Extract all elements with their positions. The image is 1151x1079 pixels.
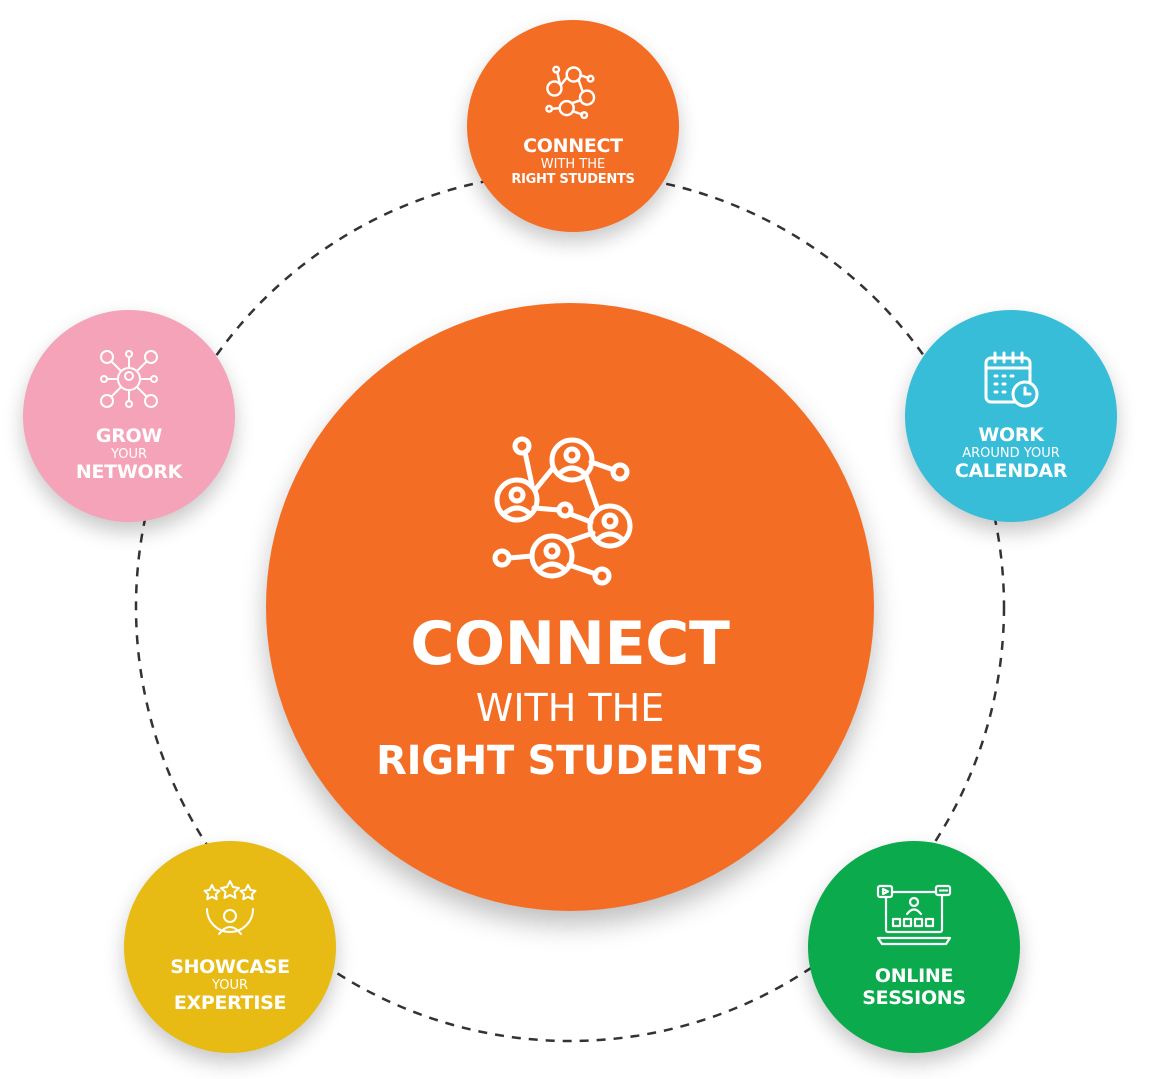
node-subtitle: WITH THE: [540, 156, 606, 172]
node-subtitle: AROUND YOUR: [962, 445, 1060, 461]
node-title: GROW: [95, 424, 163, 447]
node-title: ONLINE: [874, 965, 954, 988]
node-title: CONNECT: [523, 135, 623, 158]
node-subtitle: YOUR: [211, 977, 248, 993]
network-hub-icon: [98, 348, 160, 414]
laptop-video-icon: [876, 884, 952, 954]
people-network-icon: [490, 430, 650, 590]
star-user-icon: [199, 879, 261, 945]
node-tagline: NETWORK: [75, 461, 183, 484]
center-tagline: RIGHT STUDENTS: [376, 738, 764, 785]
node-online: ONLINE SESSIONS: [808, 841, 1020, 1053]
node-grow: GROW YOUR NETWORK: [23, 310, 235, 522]
node-connect: CONNECT WITH THE RIGHT STUDENTS: [467, 20, 679, 232]
node-title: WORK: [978, 423, 1044, 446]
node-showcase: SHOWCASE YOUR EXPERTISE: [124, 841, 336, 1053]
people-network-icon: [545, 64, 601, 124]
node-tagline: CALENDAR: [954, 460, 1068, 483]
node-tagline: EXPERTISE: [173, 992, 287, 1015]
node-title: SHOWCASE: [170, 955, 290, 978]
node-subtitle: YOUR: [110, 446, 147, 462]
center-subtitle: WITH THE: [475, 685, 665, 730]
center-title: CONNECT: [410, 608, 730, 679]
center-circle: CONNECT WITH THE RIGHT STUDENTS: [266, 303, 874, 911]
node-work: WORK AROUND YOUR CALENDAR: [905, 310, 1117, 522]
node-tagline: RIGHT STUDENTS: [511, 171, 635, 187]
calendar-clock-icon: [981, 349, 1041, 413]
node-tagline: SESSIONS: [862, 987, 966, 1009]
